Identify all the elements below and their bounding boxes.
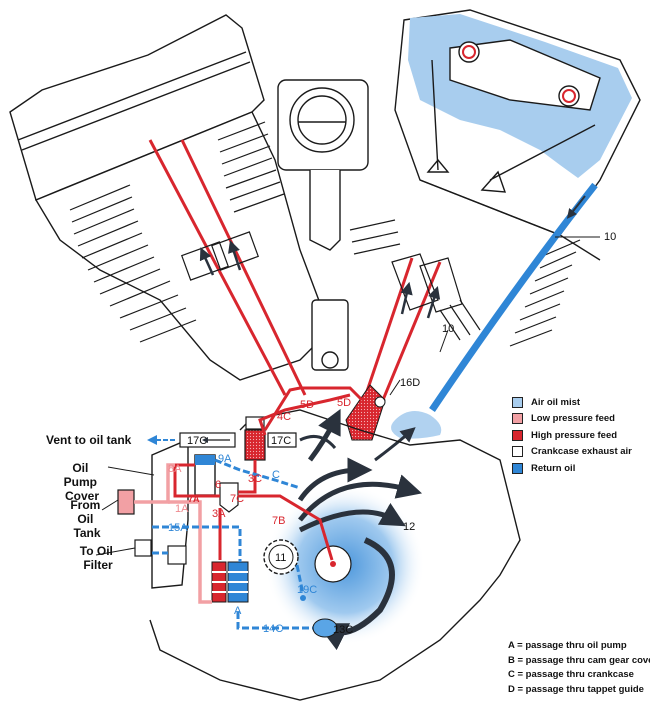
passage-8a: 8A bbox=[168, 463, 182, 475]
check-valve bbox=[244, 429, 266, 461]
oil-pump-cover-label: Oil Pump Cover bbox=[64, 461, 101, 503]
passage-7c: 7C bbox=[230, 493, 244, 505]
intake-valve bbox=[426, 59, 450, 173]
front-pushrod-tower bbox=[311, 299, 349, 371]
passage-16d: 16D bbox=[400, 377, 420, 389]
front-cylinder bbox=[9, 14, 331, 381]
rear-pushrod-arrow-2 bbox=[426, 286, 441, 319]
front-pushrod-arrow-1 bbox=[199, 247, 215, 276]
legend-label: Low pressure feed bbox=[531, 413, 615, 425]
from-oil-tank-fitting bbox=[117, 489, 135, 515]
return-oil-arrow bbox=[566, 195, 586, 219]
front-cylinder-barrel bbox=[34, 111, 331, 381]
legend-item-crankcase-exhaust-air: Crankcase exhaust air bbox=[512, 444, 650, 461]
oil-sump-13c bbox=[312, 618, 338, 638]
cam-gear bbox=[263, 539, 299, 575]
air-oil-mist-cloud bbox=[391, 411, 442, 439]
vent-to-oil-tank-label: Vent to oil tank bbox=[46, 433, 132, 447]
rear-cylinder bbox=[349, 9, 641, 347]
legend: Air oil mist Low pressure feed High pres… bbox=[512, 394, 650, 477]
passage-a: A bbox=[234, 605, 242, 617]
passage-3a: 3A bbox=[212, 508, 226, 520]
throttle-body bbox=[277, 79, 369, 371]
oil-pump bbox=[117, 416, 266, 603]
swatch-return-oil bbox=[512, 462, 523, 474]
passage-c: C bbox=[272, 469, 280, 481]
return-passages bbox=[152, 458, 320, 630]
passage-9a: 9A bbox=[218, 453, 232, 465]
passage-7b: 7B bbox=[272, 515, 285, 527]
passage-13c: 13C bbox=[333, 624, 353, 636]
passage-15a: 15A bbox=[168, 522, 188, 534]
passage-4c: 4C bbox=[277, 411, 291, 423]
passage-6: 6 bbox=[215, 479, 221, 491]
legend-label: Crankcase exhaust air bbox=[531, 446, 632, 458]
legend-item-return-oil: Return oil bbox=[512, 460, 650, 477]
callout-leaders bbox=[95, 236, 600, 556]
from-oil-tank-label: From Oil Tank bbox=[70, 498, 103, 540]
swatch-low-pressure-feed bbox=[512, 413, 523, 425]
rear-lifter-block bbox=[345, 384, 386, 441]
low-pressure-passages bbox=[134, 463, 212, 604]
vent-line bbox=[147, 432, 337, 449]
passage-key-item: B = passage thru cam gear cover bbox=[508, 654, 650, 666]
passage-17c-left: 17C bbox=[187, 435, 207, 447]
to-oil-filter-label: To Oil Filter bbox=[80, 544, 116, 572]
passage-key-item: A = passage thru oil pump bbox=[508, 640, 627, 651]
passage-19c: 19C bbox=[297, 584, 317, 596]
passage-3c: 3C bbox=[248, 473, 262, 485]
legend-item-low-pressure-feed: Low pressure feed bbox=[512, 411, 650, 428]
legend-item-high-pressure-feed: High pressure feed bbox=[512, 427, 650, 444]
swatch-crankcase-exhaust-air bbox=[512, 446, 523, 458]
passage-10-upper: 10 bbox=[604, 231, 616, 243]
front-pushrod-arrow-2 bbox=[228, 240, 242, 271]
legend-label: Return oil bbox=[531, 462, 576, 474]
passage-key: A = passage thru oil pump B = passage th… bbox=[508, 640, 650, 698]
feed-gerotor bbox=[211, 561, 227, 603]
passage-11: 11 bbox=[275, 552, 286, 564]
passage-10-lower: 10 bbox=[442, 323, 454, 335]
rear-cooling-fins bbox=[349, 219, 581, 347]
to-oil-filter-fitting bbox=[167, 545, 187, 565]
passage-5d-left: 5D bbox=[300, 399, 314, 411]
swatch-high-pressure-feed bbox=[512, 429, 523, 441]
passage-1a: 1A bbox=[175, 503, 189, 515]
swatch-air-oil-mist bbox=[512, 396, 523, 408]
rear-pushrod-arrow-1 bbox=[400, 281, 413, 315]
passage-7a: 7A bbox=[188, 494, 200, 504]
scavenge-gerotor bbox=[227, 561, 249, 603]
passage-5d-right: 5D bbox=[337, 397, 351, 409]
legend-label: Air oil mist bbox=[531, 396, 581, 408]
flywheel-oil-mist bbox=[265, 408, 425, 651]
rear-pushrods bbox=[345, 253, 463, 441]
exhaust-valve bbox=[480, 124, 596, 193]
passage-14c: 14C bbox=[263, 623, 283, 635]
passage-key-item: D = passage thru tappet guide bbox=[508, 683, 644, 695]
front-cooling-fins bbox=[69, 121, 285, 343]
passage-12: 12 bbox=[403, 521, 415, 533]
passage-key-item: C = passage thru crankcase bbox=[508, 669, 634, 680]
front-pushrods bbox=[148, 139, 307, 396]
legend-item-air-oil-mist: Air oil mist bbox=[512, 394, 650, 411]
rocker-shaft-2 bbox=[558, 85, 580, 107]
exhaust-air-arrow-right bbox=[374, 427, 416, 462]
legend-label: High pressure feed bbox=[531, 429, 618, 441]
rocker-shaft-1 bbox=[458, 41, 480, 63]
return-oil-line bbox=[429, 182, 598, 412]
passage-17c-right: 17C bbox=[271, 435, 291, 447]
